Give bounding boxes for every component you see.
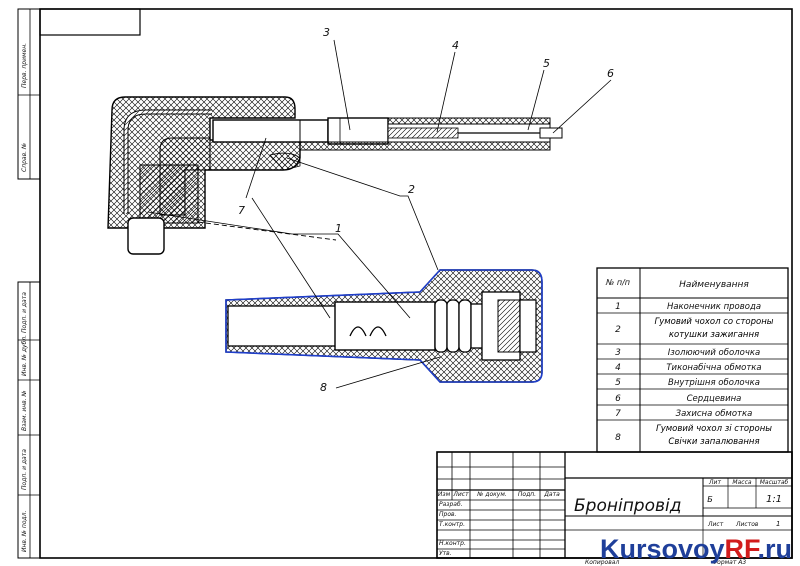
row-prov: Пров.: [439, 511, 457, 518]
row-name: Гумовий чохол со стороны котушки зажиган…: [654, 317, 774, 340]
row-name: Ізолюючий оболочка: [668, 348, 760, 358]
table-header-num: № п/п: [605, 278, 630, 287]
stamp-text-6: Подп. и дата: [21, 449, 28, 490]
table-header-name: Найменування: [679, 280, 749, 290]
stamp-text-2: Справ. №: [21, 143, 28, 172]
row-num: 2: [615, 325, 621, 335]
plug-boot-assembly: [225, 269, 543, 383]
row-name: Тиконабічна обмотка: [666, 363, 761, 373]
corner-box: [39, 8, 141, 36]
terminal-pin: [127, 217, 165, 255]
terminal-nut: [334, 301, 436, 351]
watermark-part3: .ru: [757, 534, 793, 564]
row-nkontr: Н.контр.: [439, 540, 466, 547]
stamp-text-4: Инв. № дубл.: [21, 335, 28, 376]
side-stamp-bottom: [17, 281, 41, 559]
callout-6: 6: [607, 67, 614, 80]
callout-1: 1: [335, 222, 342, 235]
col-doc: № докум.: [476, 491, 507, 498]
callout-3: 3: [323, 26, 330, 39]
elbow-boot-assembly: [107, 96, 563, 255]
scale-label: Масштаб: [760, 479, 789, 486]
lead-wire: [227, 305, 341, 347]
copied-label: Копировал: [585, 559, 619, 566]
row-name: Захисна обмотка: [676, 409, 753, 419]
title-block: Изм Лист № докум. Подп. Дата Разраб. Про…: [436, 451, 793, 566]
row-num: 5: [615, 378, 621, 388]
callout-8: 8: [320, 381, 327, 394]
stamp-text-1: Перв. примен.: [21, 43, 28, 88]
row-tkontr: Т.контр.: [439, 521, 465, 528]
col-sign: Подп.: [518, 491, 536, 498]
scale-value: 1:1: [766, 494, 782, 505]
lit-value: Б: [707, 495, 713, 504]
row-num: 4: [615, 363, 621, 373]
watermark-part2: RF: [724, 534, 758, 564]
callout-4: 4: [452, 39, 459, 52]
sheet-label: Лист: [707, 521, 724, 528]
row-num: 6: [615, 394, 621, 404]
row-name: Гумовий чохол зі стороны Свічки запалюва…: [656, 424, 772, 447]
watermark-logo: KursovoyRF.ru: [600, 532, 800, 566]
row-num: 1: [615, 302, 621, 312]
stamp-text-5: Взам. инв. №: [21, 390, 28, 431]
sheets-value: 1: [776, 520, 780, 528]
row-name: Внутрішня оболочка: [668, 378, 760, 388]
leader-lines: [147, 39, 612, 389]
col-list: Лист: [452, 491, 469, 498]
row-name: Наконечник провода: [667, 302, 761, 312]
row-num: 3: [615, 348, 621, 358]
wire-insulation: [212, 119, 329, 143]
row-name-wrap: Гумовий чохол со стороны котушки зажиган…: [654, 317, 774, 340]
row-num: 8: [615, 433, 621, 443]
drawing-title: Броніпровід: [574, 496, 682, 516]
format-label: Формат А3: [712, 559, 746, 566]
sheets-label: Листов: [735, 521, 759, 528]
mass-label: Масса: [732, 479, 751, 486]
lit-label: Лит: [708, 479, 721, 486]
side-stamp-top: [17, 8, 41, 180]
stamp-text-7: Инв. № подл.: [21, 511, 28, 552]
callout-2: 2: [408, 183, 415, 196]
row-name-wrap: Гумовий чохол зі стороны Свічки запалюва…: [656, 424, 772, 447]
callout-5: 5: [543, 57, 550, 70]
watermark-part1: Kursovoy: [600, 534, 725, 564]
parts-table: № п/п Найменування 1 Наконечник провода …: [596, 267, 789, 453]
col-date: Дата: [543, 491, 560, 498]
row-utv: Утв.: [439, 550, 452, 557]
row-num: 7: [615, 409, 621, 419]
stamp-text-3: Подп. и дата: [21, 292, 28, 333]
row-name: Сердцевина: [687, 394, 742, 404]
callout-7: 7: [238, 204, 245, 217]
row-razrab: Разраб.: [439, 501, 463, 508]
col-izm: Изм: [438, 491, 451, 498]
